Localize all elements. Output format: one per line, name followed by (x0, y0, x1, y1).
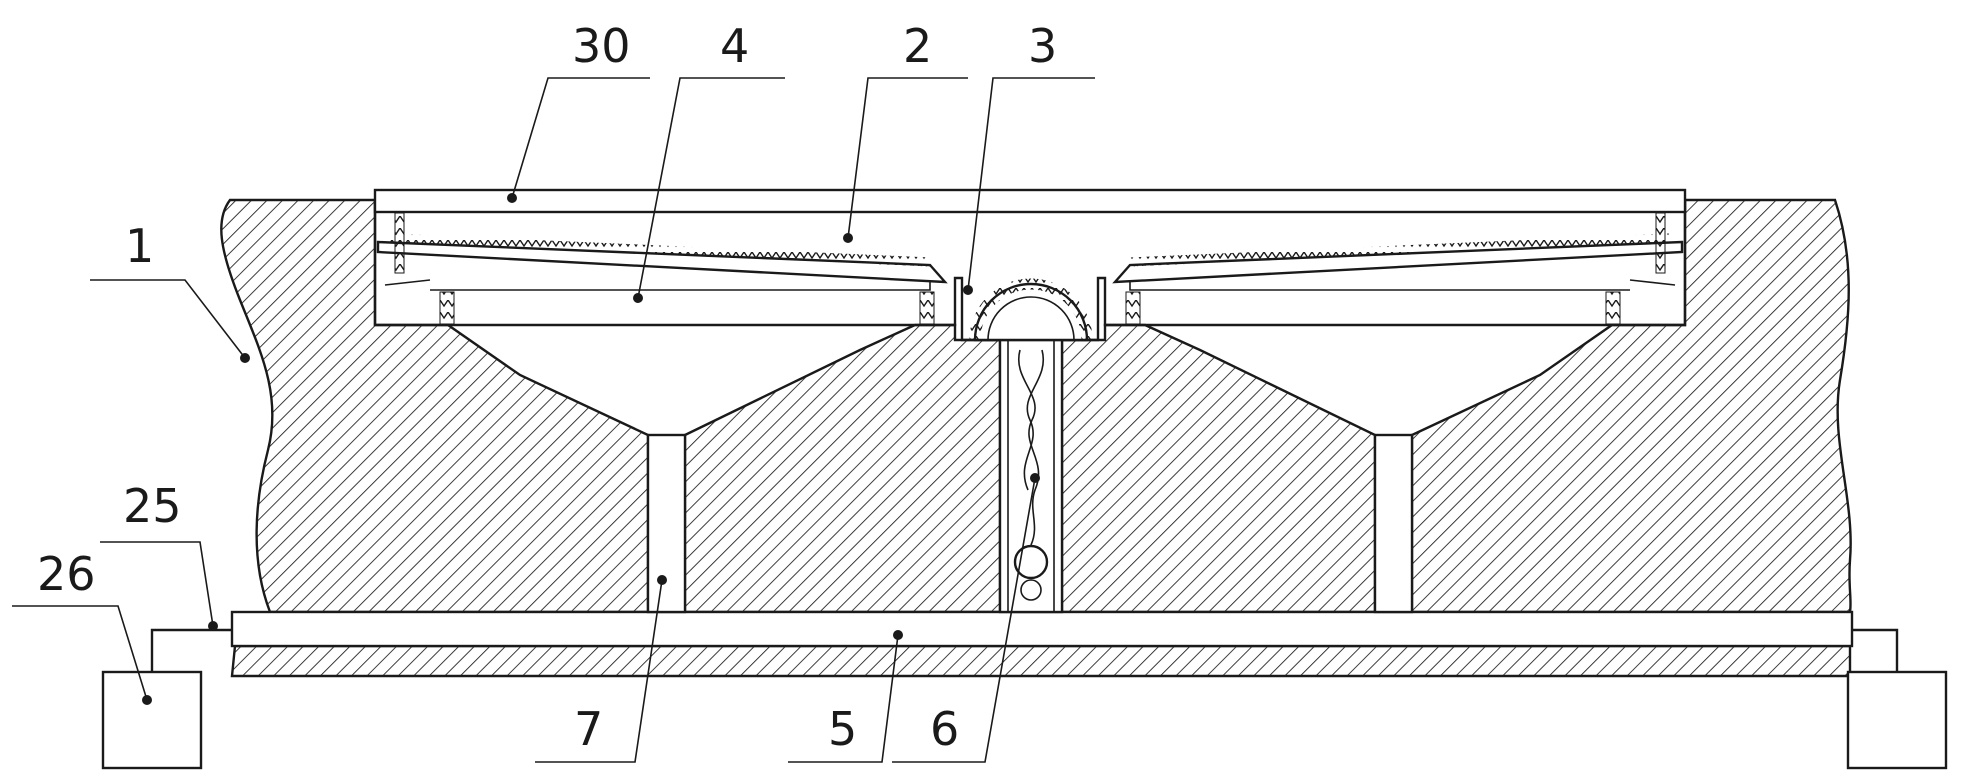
cover-plate (373, 188, 1687, 214)
base-body (220, 198, 1852, 678)
sloped-plate-right (1112, 233, 1684, 284)
body-center-left-block (683, 323, 1002, 614)
sloped-plate-left (376, 233, 948, 284)
vertical-channel-right (1373, 433, 1414, 614)
ref-label-1: 1 (125, 219, 154, 273)
springs (394, 212, 1666, 325)
ref-label-30: 30 (572, 19, 631, 73)
body-bottom-strip (230, 644, 1852, 678)
leader-lines (12, 77, 1095, 763)
left-pump-box (101, 628, 232, 770)
ref-label-4: 4 (720, 19, 749, 73)
body-center-right-block (1060, 323, 1377, 614)
ref-label-26: 26 (37, 547, 96, 601)
ref-label-25: 25 (123, 479, 182, 533)
leader-dots (142, 193, 1040, 705)
ball (1013, 544, 1049, 580)
body-left-block (220, 198, 650, 614)
ref-label-2: 2 (903, 19, 932, 73)
ref-label-5: 5 (828, 702, 857, 756)
ref-label-7: 7 (574, 702, 603, 756)
ref-label-6: 6 (930, 702, 959, 756)
right-pump-box (1846, 628, 1948, 770)
vertical-channel-left (646, 433, 687, 614)
ref-label-3: 3 (1028, 19, 1057, 73)
body-right-block (1410, 198, 1852, 614)
horizontal-channel (230, 610, 1854, 648)
dome-cap (969, 278, 1093, 342)
